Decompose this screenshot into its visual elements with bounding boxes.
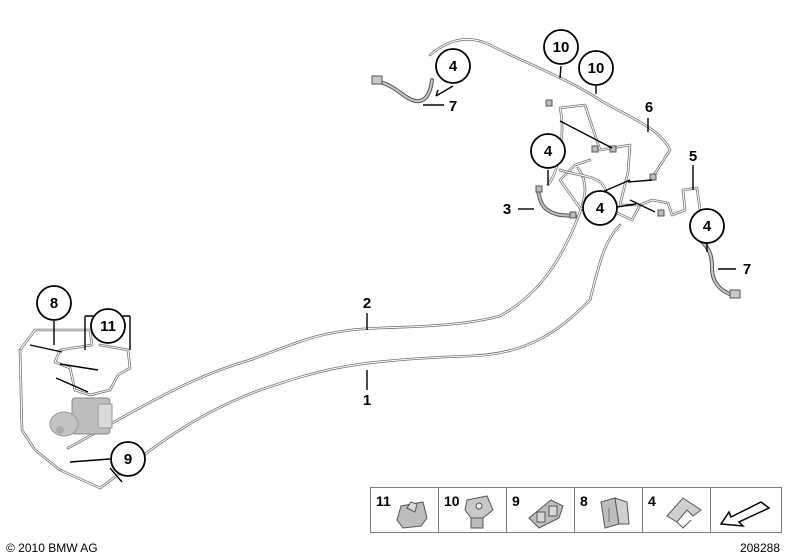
callout-4-top: 4 xyxy=(435,48,471,84)
svg-text:4: 4 xyxy=(449,58,458,75)
label-1: 1 xyxy=(363,392,371,409)
legend-item-8: 8 xyxy=(574,487,642,533)
legend-number: 8 xyxy=(580,493,588,509)
legend-number: 4 xyxy=(648,493,656,509)
svg-text:10: 10 xyxy=(588,60,605,77)
connector-marks xyxy=(535,99,665,219)
callout-10-a: 10 xyxy=(543,29,579,65)
clip-11-icon xyxy=(396,501,428,529)
label-7-right: 7 xyxy=(743,261,751,278)
clip-8-icon xyxy=(600,497,630,529)
brake-hose-3 xyxy=(536,188,577,218)
legend-number: 11 xyxy=(376,493,391,509)
parts-legend: 11 10 9 8 4 xyxy=(370,487,782,533)
svg-text:9: 9 xyxy=(124,451,132,468)
legend-number: 10 xyxy=(444,493,460,509)
svg-text:4: 4 xyxy=(596,200,605,217)
copyright: © 2010 BMW AG xyxy=(6,541,98,555)
legend-item-arrow xyxy=(710,487,782,533)
svg-text:4: 4 xyxy=(703,218,712,235)
label-2: 2 xyxy=(363,295,371,312)
legend-item-10: 10 xyxy=(438,487,506,533)
label-5: 5 xyxy=(689,148,697,165)
label-3: 3 xyxy=(503,201,511,218)
legend-item-11: 11 xyxy=(370,487,438,533)
label-6: 6 xyxy=(645,99,653,116)
callout-11: 11 xyxy=(90,308,126,344)
clip-9-icon xyxy=(528,499,564,529)
abs-pipes xyxy=(18,328,132,472)
legend-item-4: 4 xyxy=(642,487,710,533)
label-7-top: 7 xyxy=(449,98,457,115)
leader-lines xyxy=(29,65,736,483)
brake-line-5 xyxy=(638,186,702,217)
brake-line-1 xyxy=(58,223,622,490)
callout-4-middle-top: 4 xyxy=(530,133,566,169)
clip-4-icon xyxy=(666,497,702,529)
image-number: 208288 xyxy=(739,541,780,555)
callout-4-right: 4 xyxy=(689,208,725,244)
brake-line-6 xyxy=(428,38,672,180)
clip-10-icon xyxy=(464,495,494,529)
svg-text:11: 11 xyxy=(100,318,116,335)
legend-item-9: 9 xyxy=(506,487,574,533)
svg-text:10: 10 xyxy=(553,39,570,56)
svg-text:8: 8 xyxy=(50,295,58,312)
callout-8: 8 xyxy=(36,285,72,321)
abs-unit xyxy=(49,397,113,437)
svg-text:4: 4 xyxy=(544,143,553,160)
callout-4-middle: 4 xyxy=(582,190,618,226)
brake-hose-7-top xyxy=(371,75,434,104)
callout-9: 9 xyxy=(110,441,146,477)
callout-10-b: 10 xyxy=(578,50,614,86)
arrow-icon xyxy=(719,501,771,527)
brake-line-2 xyxy=(66,166,587,450)
legend-number: 9 xyxy=(512,493,520,509)
